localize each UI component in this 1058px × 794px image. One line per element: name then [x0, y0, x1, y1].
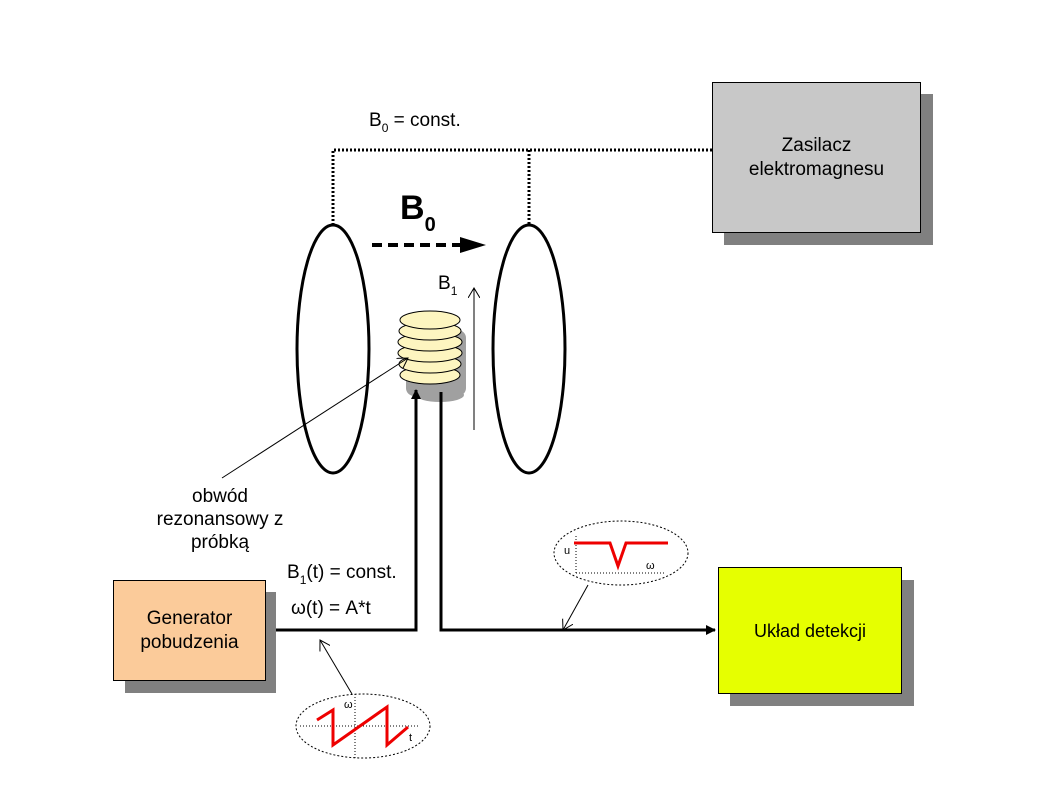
power-supply-box: Zasilacz elektromagnesu: [712, 82, 921, 233]
absorption-curve: [574, 541, 668, 571]
sample-label-line3: próbką: [190, 532, 250, 553]
detector-inset-x-label: ω: [646, 560, 655, 572]
detector-label: Układ detekcji: [753, 620, 867, 641]
generator-inset-x-label: t: [409, 732, 413, 744]
sample-label-line2: rezonansowy z: [156, 509, 284, 530]
detector-inset-pointer: [563, 584, 589, 630]
generator-line1: Generator: [146, 607, 233, 629]
b1t-label: B1(t) = const.: [287, 562, 397, 587]
omega-label: ω(t) = A*t: [291, 598, 371, 619]
b0-const-rest: = const.: [388, 110, 461, 131]
excitation-wire: [265, 389, 421, 632]
sawtooth-curve: [316, 704, 409, 749]
power-supply-line2: elektromagnesu: [748, 158, 885, 180]
b0-main-label: B0: [400, 189, 436, 236]
b1t-subscript: 1: [299, 573, 307, 587]
sample-pointer: [221, 358, 408, 479]
b1-field-symbol: B: [438, 273, 451, 294]
generator-inset: [295, 693, 431, 759]
b0-const-subscript: 0: [381, 121, 389, 135]
generator-inset-y-label: ω: [344, 699, 353, 711]
b1t-symbol: B: [287, 562, 300, 583]
sample-label: obwód rezonansowy z próbką: [130, 485, 310, 554]
detector-inset: [553, 520, 689, 586]
b1-field-subscript: 1: [450, 284, 458, 298]
detector-inset-y-label: u: [564, 545, 571, 557]
b0-main-symbol: B: [400, 189, 425, 227]
b0-const-label: B0 = const.: [369, 110, 461, 135]
b0-main-subscript: 0: [424, 214, 436, 236]
magnet-pole-right: [491, 223, 567, 475]
generator-inset-pointer: [320, 640, 353, 695]
power-wire: [331, 148, 712, 225]
b1-field-label: B1: [438, 273, 458, 298]
sample-label-line1: obwód: [192, 486, 248, 507]
detection-wire: [439, 392, 716, 635]
resonant-coil: [397, 310, 466, 402]
generator-box: Generator pobudzenia: [113, 580, 266, 681]
generator-line2: pobudzenia: [140, 631, 239, 653]
b1t-rest: (t) = const.: [306, 562, 397, 583]
b0-const-symbol: B: [369, 110, 382, 131]
power-supply-line1: Zasilacz: [781, 134, 852, 156]
detector-box: Układ detekcji: [718, 567, 902, 694]
magnet-pole-left: [295, 223, 371, 475]
